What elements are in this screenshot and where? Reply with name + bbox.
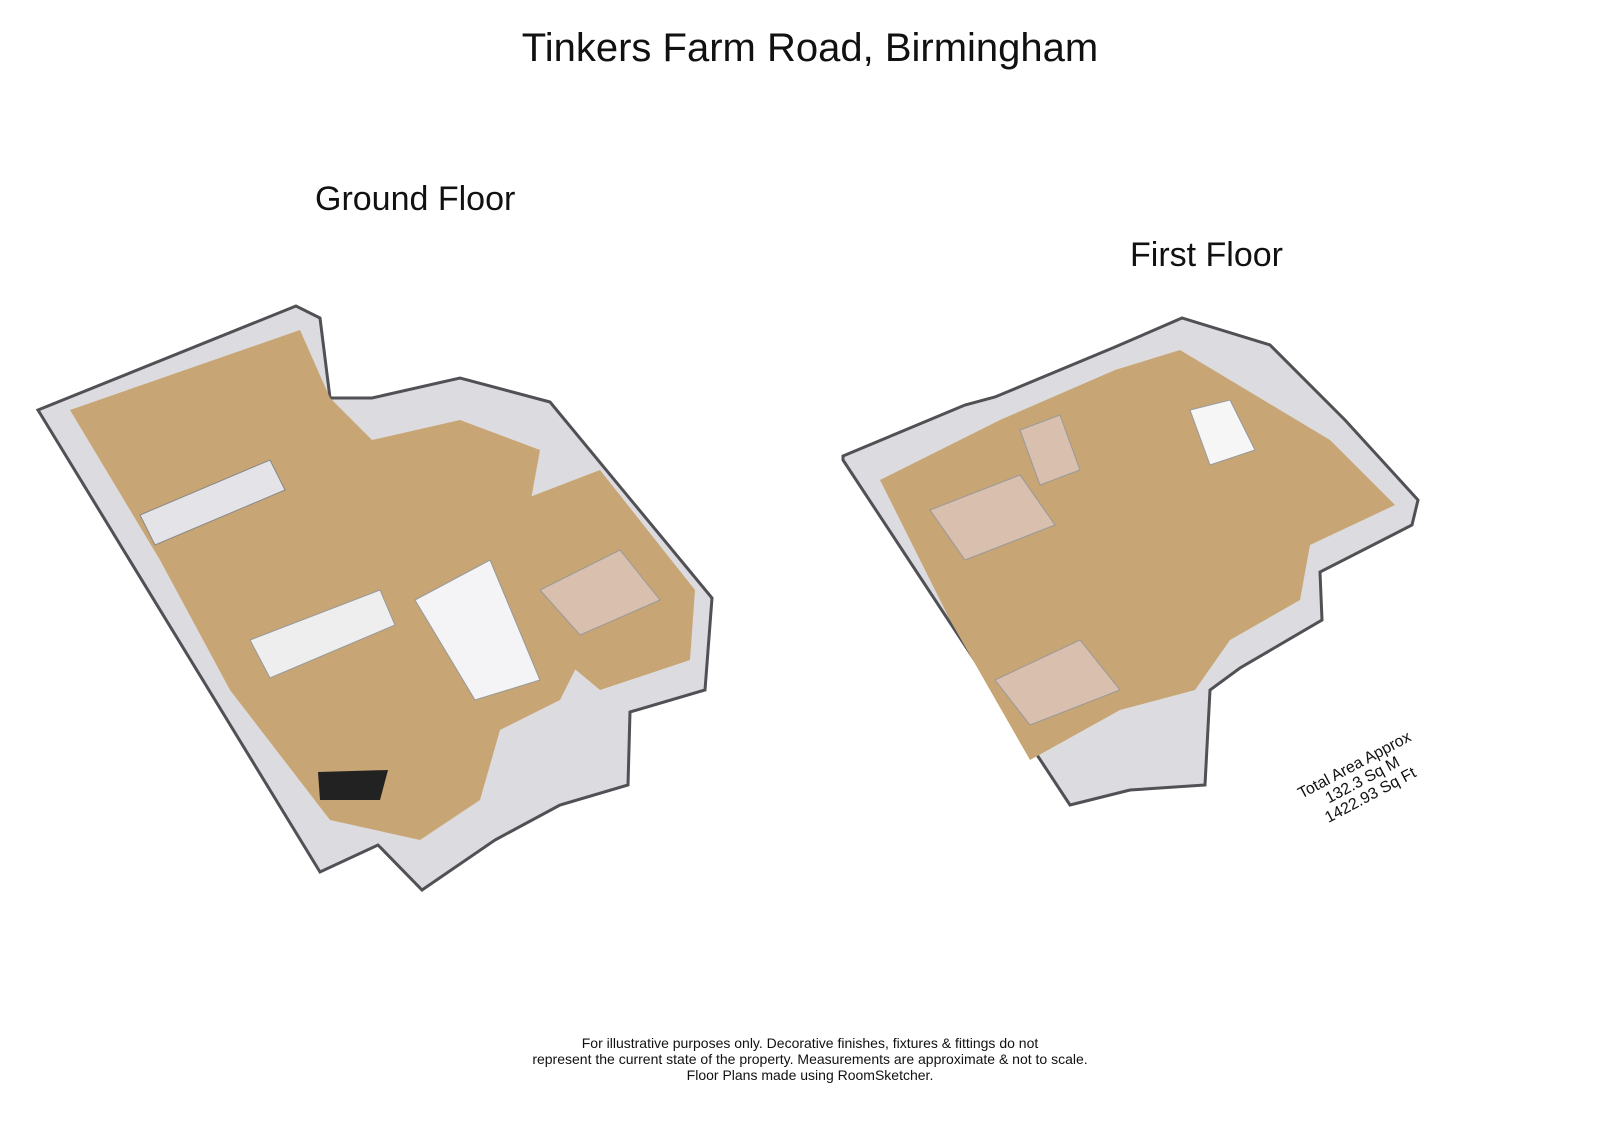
kitchen-counter: [139, 459, 286, 546]
bed: [539, 549, 661, 636]
single-bed: [1019, 414, 1081, 486]
disclaimer-line: Floor Plans made using RoomSketcher.: [686, 1067, 934, 1083]
first-floor-label: First Floor: [1130, 236, 1283, 274]
ground-floor-label: Ground Floor: [315, 180, 516, 218]
page-title: Tinkers Farm Road, Birmingham: [521, 26, 1099, 70]
ground-floor-plan: [35, 304, 714, 892]
bed-1: [929, 474, 1056, 561]
disclaimer-line: For illustrative purposes only. Decorati…: [581, 1035, 1039, 1051]
sofa: [249, 589, 396, 679]
tv: [318, 770, 388, 800]
ground-floor-living-floor: [70, 330, 590, 840]
first-floor-floor: [880, 350, 1395, 760]
disclaimer-line: represent the current state of the prope…: [532, 1051, 1088, 1067]
bed-2: [994, 639, 1121, 726]
disclaimer: For illustrative purposes only. Decorati…: [0, 1035, 1620, 1083]
bath: [1189, 399, 1256, 466]
staircase: [414, 559, 541, 701]
first-floor-plan: [841, 316, 1420, 807]
